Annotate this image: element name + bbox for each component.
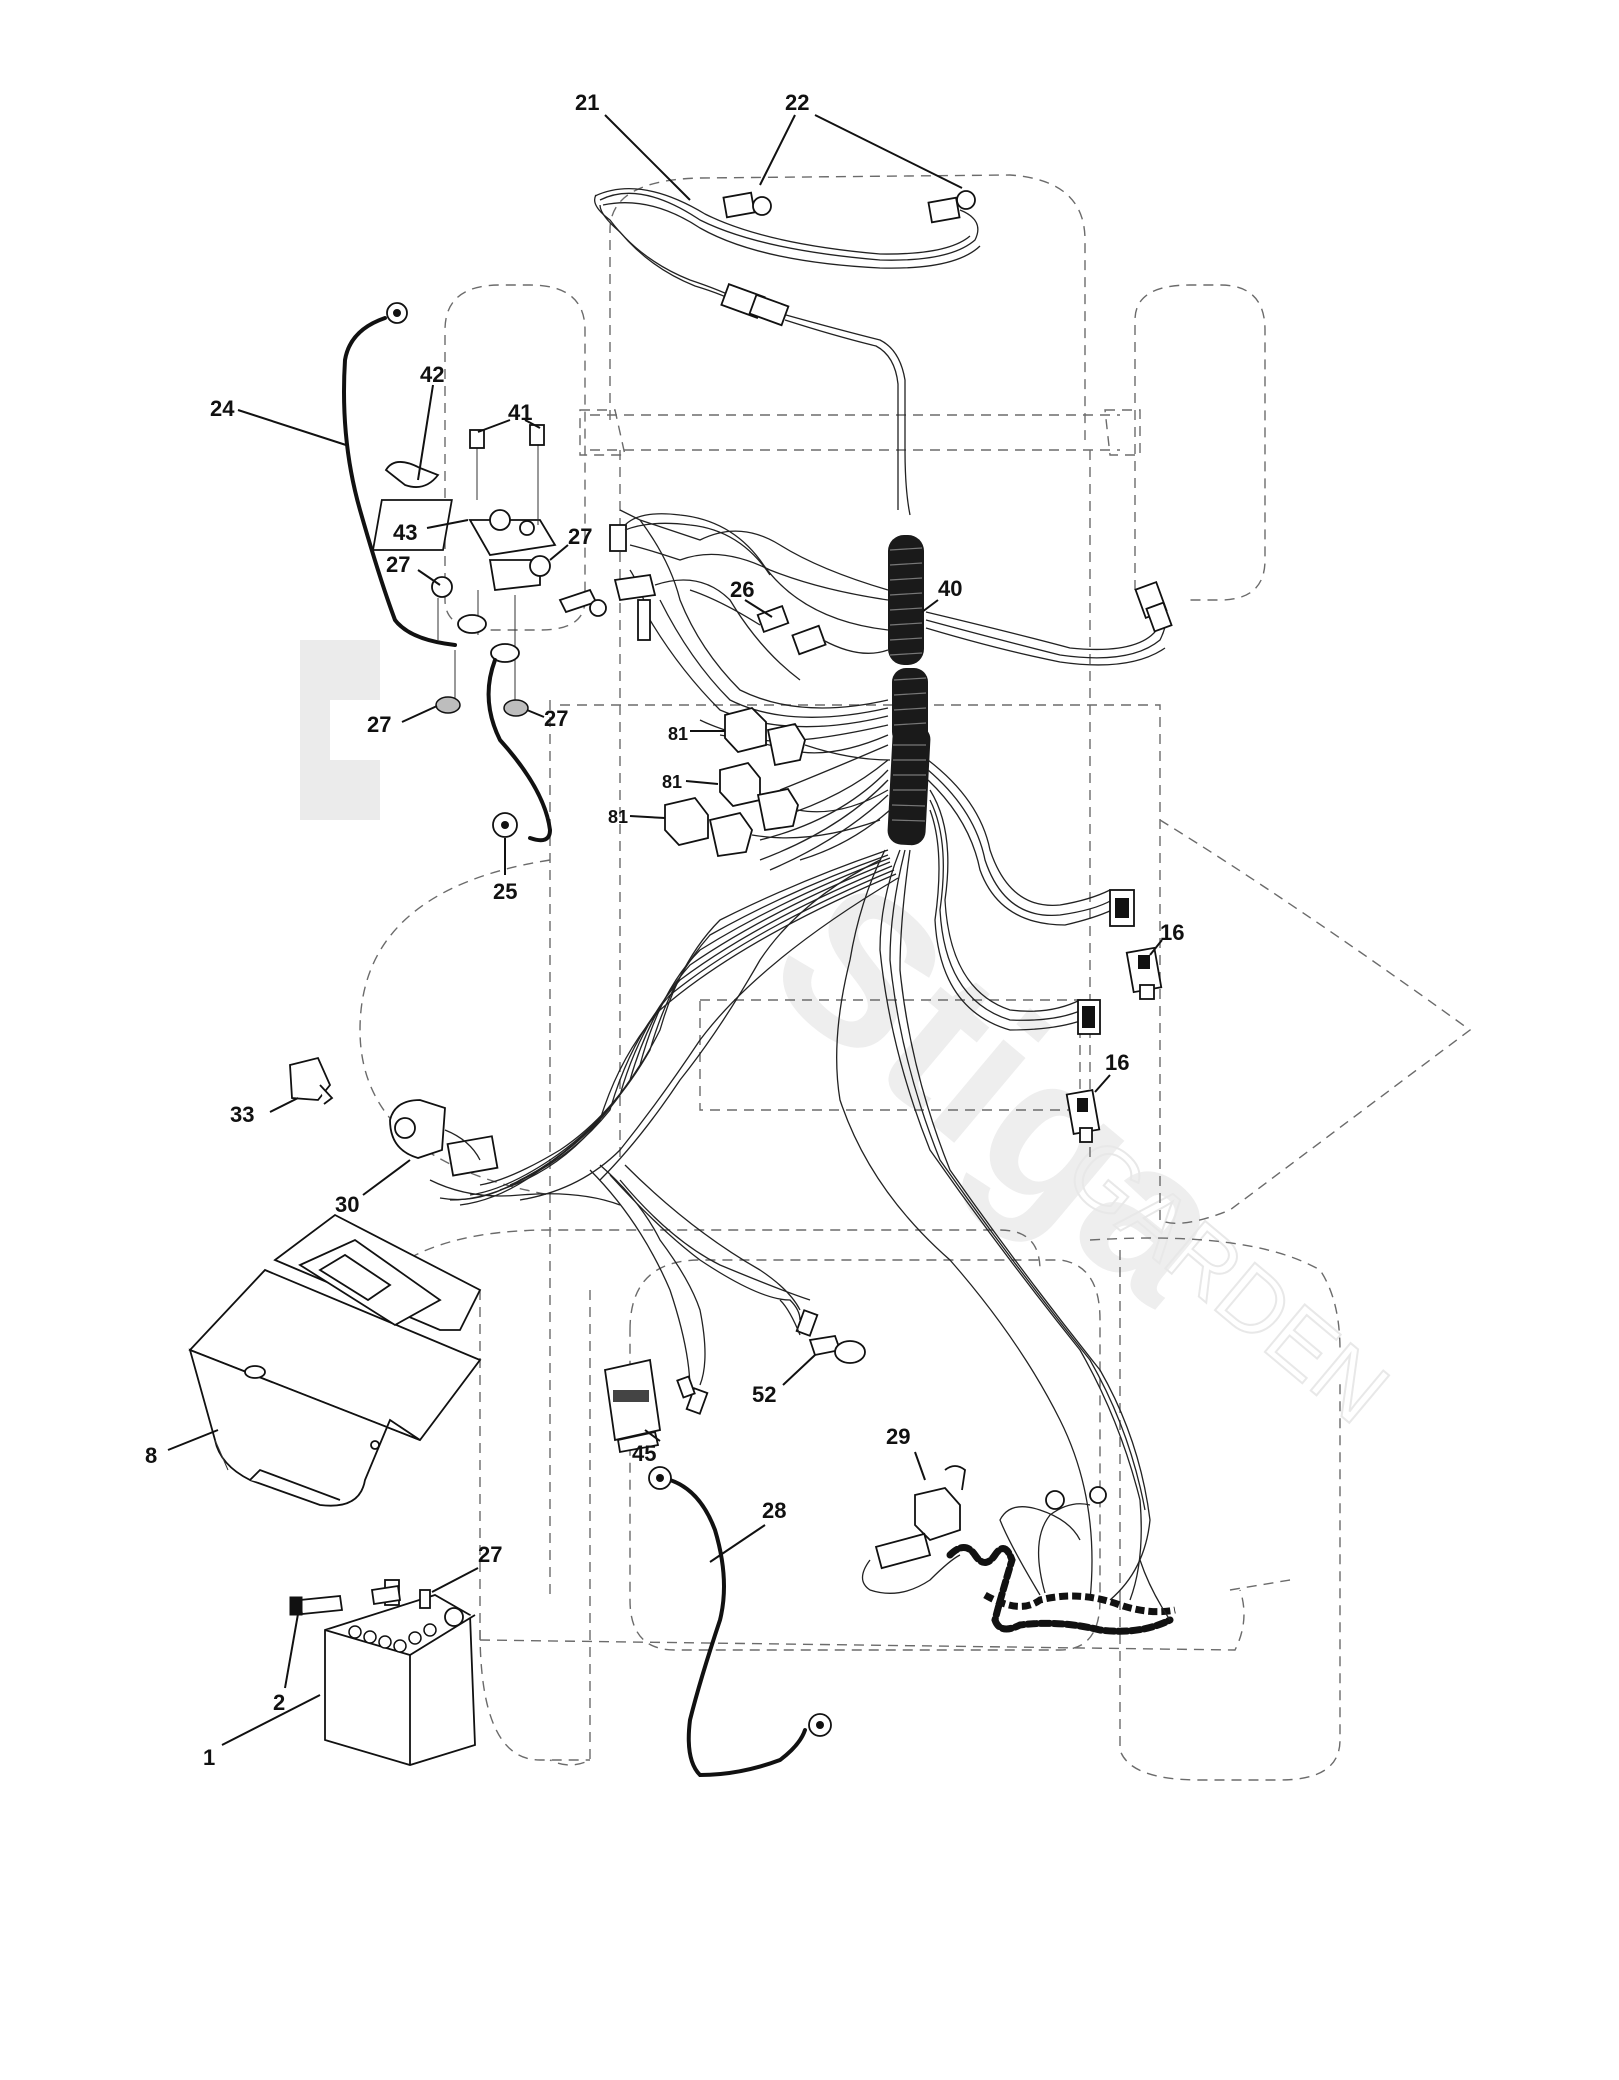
meter-and-bulb (603, 1299, 866, 1454)
callout-25: 25 (493, 879, 517, 904)
callout-27-b: 27 (386, 552, 410, 577)
callout-27-c: 27 (367, 712, 391, 737)
callout-45: 45 (632, 1441, 656, 1466)
callout-30: 30 (335, 1192, 359, 1217)
callout-81-a: 81 (668, 724, 688, 744)
pto-connector-icon (914, 1487, 961, 1542)
relay-icon (724, 706, 891, 767)
callout-8: 8 (145, 1443, 157, 1468)
ignition-switch-group (289, 1056, 621, 1206)
callout-16-a: 16 (1160, 920, 1184, 945)
callout-40: 40 (938, 576, 962, 601)
nut-icon (419, 1589, 431, 1609)
headlight-socket-icon (722, 191, 756, 219)
relay-icon (719, 761, 889, 832)
headlight-harness (593, 188, 981, 516)
callout-28: 28 (762, 1498, 786, 1523)
callout-42: 42 (420, 362, 444, 387)
watermark-logo (300, 640, 380, 820)
relay-icon (664, 796, 881, 858)
coiled-cable-icon (946, 1544, 1176, 1635)
callout-22: 22 (785, 90, 809, 115)
callout-27-e: 27 (478, 1542, 502, 1567)
callout-labels: 21 22 24 42 41 43 27 27 27 27 26 40 81 8… (145, 90, 1184, 1770)
callout-24: 24 (210, 396, 235, 421)
bolt-icon (298, 1595, 344, 1615)
battery-cable-28 (648, 1466, 832, 1778)
solenoid-assembly (342, 302, 607, 843)
connector-26-icon (689, 589, 889, 656)
bulb-icon (834, 1340, 866, 1364)
tractor-outline (359, 174, 1472, 1781)
callout-16-b: 16 (1105, 1050, 1129, 1075)
callout-27-a: 27 (568, 524, 592, 549)
terminal-boot-icon (384, 461, 440, 488)
callout-52: 52 (752, 1382, 776, 1407)
callout-1: 1 (203, 1745, 215, 1770)
nut-icon (431, 576, 453, 598)
callout-41: 41 (508, 400, 532, 425)
leader-lines (167, 114, 1163, 1746)
safety-switch-icon (1065, 1089, 1101, 1143)
safety-switch-icon (1125, 946, 1163, 1000)
main-harness (439, 509, 1173, 1601)
callout-26: 26 (730, 577, 754, 602)
relays (664, 706, 891, 858)
callout-81-b: 81 (662, 772, 682, 792)
battery-group (289, 1579, 476, 1766)
callout-81-c: 81 (608, 807, 628, 827)
callout-21: 21 (575, 90, 599, 115)
callout-43: 43 (393, 520, 417, 545)
pto-group (861, 1465, 1176, 1635)
wire-loom-icon (887, 535, 931, 846)
safety-switches (1065, 946, 1163, 1143)
ignition-switch-icon (389, 1099, 446, 1159)
callout-33: 33 (230, 1102, 254, 1127)
battery-box (188, 1213, 482, 1507)
callout-2: 2 (273, 1690, 285, 1715)
callout-29: 29 (886, 1424, 910, 1449)
callout-27-d: 27 (544, 706, 568, 731)
